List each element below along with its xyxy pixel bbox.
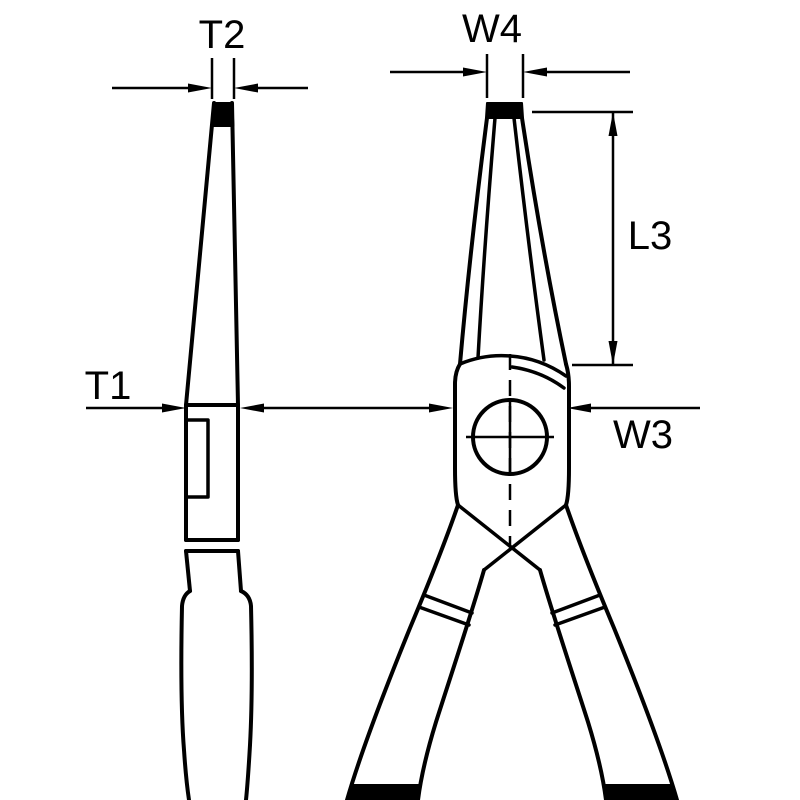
- w3-arrowhead-right: [567, 403, 591, 413]
- front-view-left-handle-outer-edge: [345, 503, 460, 800]
- front-view-jaw-inner-right-edge: [512, 116, 546, 362]
- l3-label: L3: [628, 214, 673, 258]
- side-view-jaw-left-edge: [184, 101, 216, 407]
- side-view-joint-step-line: [184, 418, 210, 499]
- front-view-left-handle-inner-edge: [416, 568, 486, 800]
- t2-arrowhead-right: [234, 83, 258, 93]
- side-view-jaw-right-edge: [230, 101, 240, 407]
- dimension-w4: W4: [390, 7, 630, 98]
- side-view-grip-right-edge: [239, 589, 254, 800]
- front-view-tip: [485, 102, 524, 119]
- front-view-left-grip-collar-line-2: [417, 605, 471, 627]
- front-view-left-grip-collar-line-1: [422, 593, 474, 615]
- front-view-right-grip-collar-line-2: [553, 605, 607, 627]
- t1-arrowhead-right: [240, 403, 264, 413]
- front-view-right-handle-outer-edge: [564, 503, 679, 800]
- front-view-head-top-curve-2: [510, 365, 566, 390]
- t1-arrowhead-left: [162, 403, 186, 413]
- w4-label: W4: [462, 7, 522, 51]
- t2-label: T2: [199, 13, 246, 57]
- t2-arrowhead-left: [188, 83, 212, 93]
- front-view: [345, 102, 679, 800]
- side-view-grip-left-edge: [179, 589, 192, 800]
- front-view-left-grip-end: [347, 784, 422, 800]
- front-view-right-handle-inner-edge: [538, 568, 608, 800]
- l3-arrowhead-top: [608, 112, 618, 136]
- w4-arrowhead-left: [463, 67, 487, 77]
- side-view: [179, 101, 254, 800]
- front-view-right-grip-collar-line-1: [550, 593, 602, 615]
- front-view-handle-cross-seam-left: [456, 503, 542, 572]
- dimension-t1: T1: [85, 364, 453, 413]
- front-view-right-grip-end: [602, 784, 677, 800]
- dimension-l3: L3: [532, 110, 673, 367]
- w3-label: W3: [613, 413, 673, 457]
- front-view-head-right-edge: [564, 362, 571, 507]
- front-view-handle-cross-seam-right: [482, 503, 568, 572]
- dimension-w3: W3: [567, 403, 700, 457]
- front-view-jaw-outer-left-edge: [458, 116, 489, 366]
- t1-label: T1: [85, 364, 132, 408]
- w3-arrowhead-left: [429, 403, 453, 413]
- front-view-jaw-outer-right-edge: [520, 116, 568, 366]
- dimension-t2: T2: [112, 13, 308, 99]
- l3-arrowhead-bottom: [608, 341, 618, 365]
- side-view-handle-right-edge: [236, 549, 243, 593]
- front-view-jaw-inner-left-edge: [476, 116, 497, 360]
- side-view-handle-left-edge: [184, 549, 192, 593]
- front-view-head-left-edge: [453, 362, 462, 507]
- w4-arrowhead-right: [523, 67, 547, 77]
